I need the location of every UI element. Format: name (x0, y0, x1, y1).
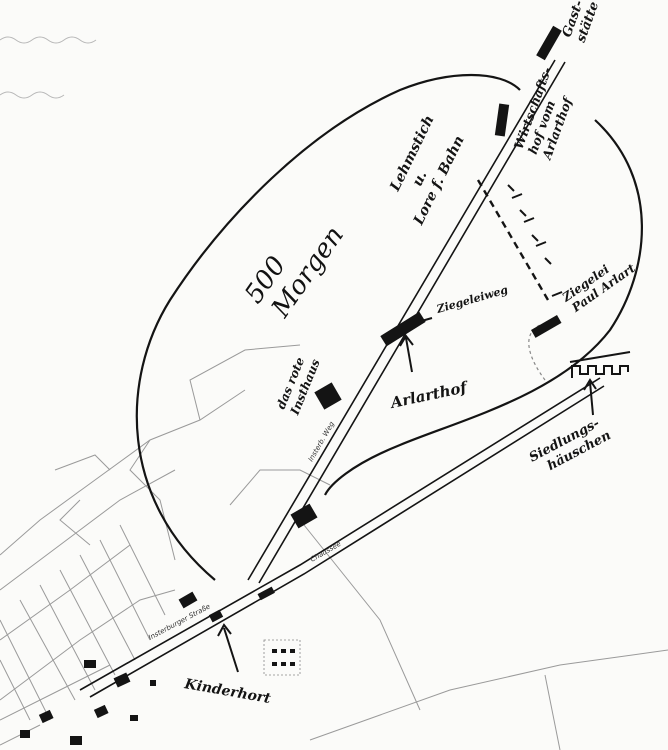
label-arlarthof: Arlarthof (387, 378, 471, 413)
basemap-scallops (0, 36, 97, 99)
rail-ties (507, 184, 552, 265)
arrow-ziegeleiweg (417, 317, 433, 323)
label-wirtschaftshof: Wirtschafts- hof vom Arlarthof (510, 61, 584, 162)
label-siedlungshaeuschen: Siedlungs- häuschen (527, 414, 614, 480)
label-lehmstich: Lehmstich u. Lore f. Bahn (378, 109, 472, 229)
arrow-ziegelei-paul (551, 291, 563, 297)
label-kinderhort: Kinderhort (182, 676, 272, 707)
kinderhort-building (208, 609, 224, 623)
label-ziegeleiweg: Ziegeleiweg (434, 283, 509, 316)
ziegelei-building (531, 315, 562, 338)
village-house-7 (130, 715, 138, 721)
estate-boundary-loop (135, 73, 521, 581)
label-gaststaette: Gast- stätte (560, 0, 603, 44)
lower-road (79, 377, 605, 698)
arlarthof-building (380, 311, 426, 347)
village-house-4 (38, 709, 54, 724)
village-house-6 (20, 730, 30, 738)
wirtschaftshof-building (494, 103, 510, 137)
buildings (20, 25, 562, 745)
farm-building-1 (290, 503, 318, 529)
village-house-2 (113, 672, 131, 688)
arrow-siedlung (583, 378, 597, 416)
label-rote-insthaus: das rote Insthaus (273, 351, 322, 417)
village-house-3 (93, 704, 109, 719)
settlement-dots (272, 649, 295, 666)
rote-insthaus-building (314, 382, 342, 410)
arrows (217, 291, 597, 673)
arrow-arlarthof (399, 334, 414, 373)
gaststaette-building (536, 25, 562, 61)
farm-building-2 (178, 591, 198, 609)
village-house-1 (84, 660, 96, 668)
label-500-morgen: 500 Morgen (239, 204, 350, 326)
village-house-8 (150, 680, 156, 686)
village-house-5 (70, 736, 82, 745)
street-label-upper: Insterburger Straße (147, 602, 211, 641)
siedlung-houses (569, 351, 631, 378)
farm-building-3 (257, 586, 275, 601)
east-boundary-curve (324, 119, 643, 496)
settlement-outline (263, 639, 301, 676)
label-ziegelei-paul-arlart: Ziegelei Paul Arlart (559, 249, 638, 316)
arrow-kinderhort (217, 623, 239, 673)
ziegelei-branch-road (528, 324, 546, 381)
